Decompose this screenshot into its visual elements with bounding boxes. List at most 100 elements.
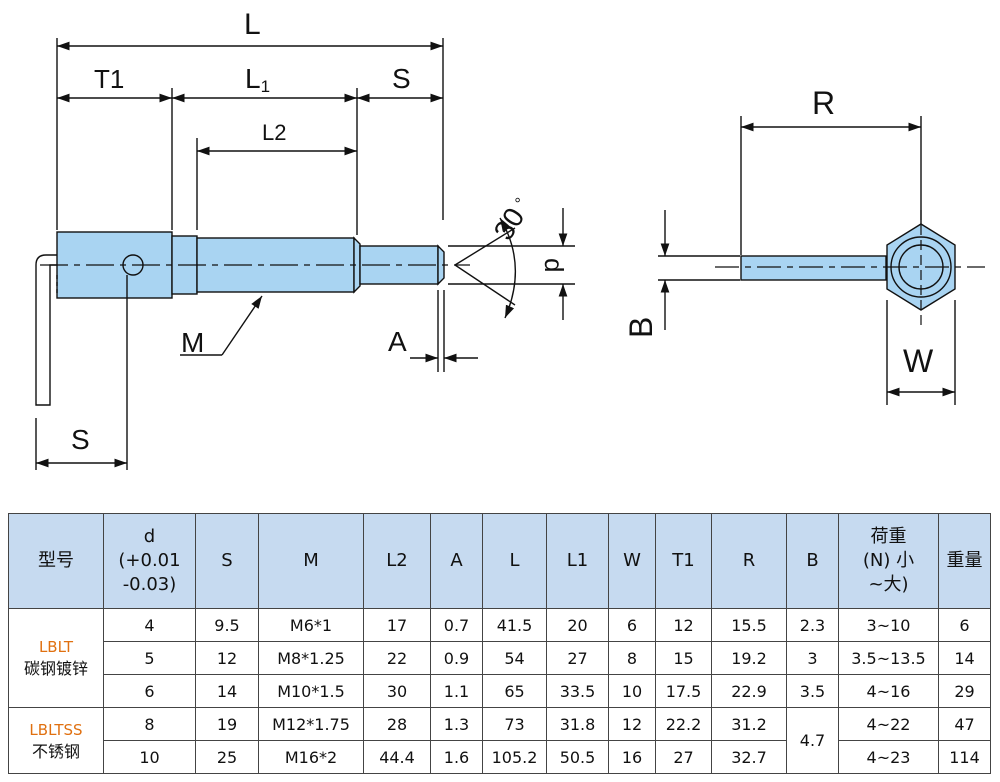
model-material: 碳钢镀锌 (23, 659, 88, 678)
header-load-line3: ~大) (868, 574, 909, 595)
cell-load: 3~10 (838, 608, 939, 642)
cell-d: 6 (103, 674, 196, 708)
cell-B: 3.5 (786, 674, 839, 708)
label-angle-unit: ° (513, 195, 531, 209)
cell-d: 10 (103, 740, 196, 774)
label-L: L (244, 8, 261, 41)
cell-B: 4.7 (786, 707, 839, 774)
header-model: 型号 (8, 513, 104, 609)
dim-S-bottom (35, 275, 128, 470)
header-L2: L2 (363, 513, 431, 609)
cell-S: 12 (195, 641, 259, 675)
label-d: d (539, 258, 569, 272)
cell-L1: 27 (546, 641, 609, 675)
cell-T1: 27 (655, 740, 712, 774)
label-B: B (623, 317, 659, 338)
cell-weight: 114 (938, 740, 991, 774)
cell-load: 3.5~13.5 (838, 641, 939, 675)
l-handle (35, 254, 58, 406)
table-header-row: 型号 d(+0.01-0.03) S M L2 A L L1 W T1 R B … (8, 513, 991, 609)
label-L2: L2 (262, 120, 286, 145)
label-R: R (812, 85, 835, 121)
cell-L2: 28 (363, 707, 431, 741)
header-T1: T1 (655, 513, 712, 609)
cell-M: M12*1.75 (258, 707, 364, 741)
end-view-rod (740, 255, 887, 281)
angle-30 (454, 217, 517, 319)
header-R: R (711, 513, 787, 609)
cell-L2: 44.4 (363, 740, 431, 774)
cell-R: 19.2 (711, 641, 787, 675)
cell-W: 10 (608, 674, 656, 708)
cell-L: 73 (482, 707, 547, 741)
label-T1: T1 (94, 64, 124, 94)
cell-W: 6 (608, 608, 656, 642)
end-view (658, 116, 985, 405)
cell-M: M8*1.25 (258, 641, 364, 675)
model-material: 不锈钢 (31, 741, 80, 761)
cell-R: 22.9 (711, 674, 787, 708)
cell-L1: 33.5 (546, 674, 609, 708)
leader-M (180, 295, 263, 356)
cell-A: 1.6 (430, 740, 483, 774)
cell-L: 105.2 (482, 740, 547, 774)
cell-weight: 29 (938, 674, 991, 708)
cell-A: 1.1 (430, 674, 483, 708)
header-S: S (195, 513, 259, 609)
table-row: 10 25 M16*2 44.4 1.6 105.2 50.5 16 27 32… (9, 740, 991, 774)
cell-A: 0.9 (430, 641, 483, 675)
cell-weight: 14 (938, 641, 991, 675)
cell-T1: 12 (655, 608, 712, 642)
header-d-line1: d (143, 526, 156, 547)
cell-S: 14 (195, 674, 259, 708)
cell-M: M16*2 (258, 740, 364, 774)
cell-weight: 6 (938, 608, 991, 642)
cell-W: 8 (608, 641, 656, 675)
cell-B: 3 (786, 641, 839, 675)
plunger-body (40, 231, 470, 299)
header-load: 荷重(N) 小~大) (838, 513, 939, 609)
cell-S: 19 (195, 707, 259, 741)
cell-d: 4 (103, 608, 196, 642)
header-load-line1: 荷重 (870, 526, 907, 547)
cell-L: 54 (482, 641, 547, 675)
pin-tip (437, 244, 445, 286)
cell-R: 31.2 (711, 707, 787, 741)
cell-R: 15.5 (711, 608, 787, 642)
header-d-line2: (+0.01 (118, 550, 181, 571)
label-S-top: S (392, 63, 411, 94)
cell-L: 65 (482, 674, 547, 708)
header-weight: 重量 (938, 513, 991, 609)
cell-T1: 15 (655, 641, 712, 675)
cell-L1: 31.8 (546, 707, 609, 741)
header-A: A (430, 513, 483, 609)
table-row: 5 12 M8*1.25 22 0.9 54 27 8 15 19.2 3 3.… (9, 641, 991, 675)
cell-A: 1.3 (430, 707, 483, 741)
header-d-line3: -0.03) (122, 574, 177, 595)
cell-M: M10*1.5 (258, 674, 364, 708)
cell-L1: 50.5 (546, 740, 609, 774)
label-M: M (181, 327, 204, 358)
cell-T1: 17.5 (655, 674, 712, 708)
cell-T1: 22.2 (655, 707, 712, 741)
dim-A (410, 290, 478, 372)
thread-chamfer (353, 236, 361, 294)
cell-L: 41.5 (482, 608, 547, 642)
cell-L2: 17 (363, 608, 431, 642)
cell-A: 0.7 (430, 608, 483, 642)
cell-L1: 20 (546, 608, 609, 642)
header-B: B (786, 513, 839, 609)
cell-B: 2.3 (786, 608, 839, 642)
label-L1: L1 (245, 63, 270, 96)
side-view (56, 38, 444, 235)
cell-S: 9.5 (195, 608, 259, 642)
label-angle: 30° (488, 192, 537, 245)
cell-W: 16 (608, 740, 656, 774)
cell-S: 25 (195, 740, 259, 774)
header-L1: L1 (546, 513, 609, 609)
label-A: A (388, 326, 407, 357)
